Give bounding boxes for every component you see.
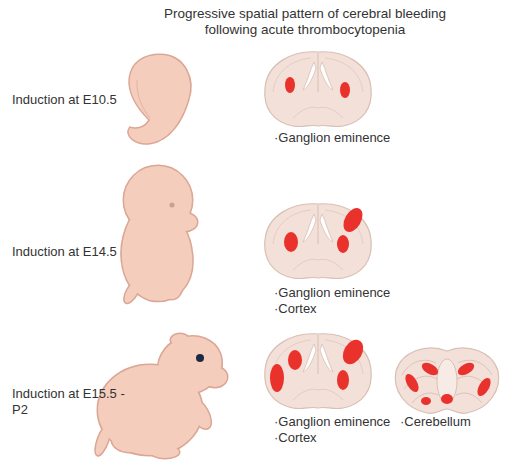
embryo-e14-5 <box>122 166 197 305</box>
bleed-spot <box>340 82 350 98</box>
bleed-spot <box>288 350 302 370</box>
region-label: ·Cortex <box>274 430 394 446</box>
bleed-spot <box>421 397 431 405</box>
embryo-fill <box>129 55 190 143</box>
cerebellum-outline <box>395 348 498 413</box>
bleed-spot <box>340 205 367 236</box>
embryo-eye <box>170 203 175 208</box>
vermis <box>437 359 457 403</box>
bleed-spot <box>441 394 453 404</box>
brain-section <box>265 204 372 279</box>
bleed-spot <box>403 372 422 394</box>
brain-outline <box>265 334 372 409</box>
cerebellum-section <box>395 348 498 413</box>
brain-outline <box>265 52 372 127</box>
embryo-e10-5 <box>129 55 190 143</box>
brain-section <box>265 334 372 409</box>
pup-eye <box>196 354 204 362</box>
bleed-spot <box>285 77 295 93</box>
region-label: ·Cerebellum <box>400 414 518 430</box>
embryo-outline <box>129 55 190 143</box>
folia <box>402 360 492 403</box>
brain-outline <box>265 204 372 279</box>
embryo-outline <box>122 166 197 305</box>
bleed-spot <box>284 232 298 252</box>
region-label: ·Ganglion eminence <box>274 130 454 146</box>
row-label: Induction at E15.5 -P2 <box>12 386 130 418</box>
bleed-spot <box>337 370 349 390</box>
bleed-spot <box>456 360 477 378</box>
figure-title: Progressive spatial pattern of cerebral … <box>150 6 460 38</box>
bleed-spot <box>339 336 368 368</box>
bleed-spot <box>475 376 494 398</box>
row-label: Induction at E14.5 <box>12 244 172 260</box>
row-label: Induction at E10.5 <box>12 92 172 108</box>
brain-section <box>265 52 372 127</box>
embryo-detail <box>137 80 150 118</box>
bleed-spot <box>337 235 349 253</box>
region-label: ·Cortex <box>274 301 454 317</box>
bleed-spot <box>420 360 441 378</box>
region-label: ·Ganglion eminence <box>274 285 454 301</box>
embryo-fill <box>122 166 197 305</box>
bleed-spot <box>270 364 284 392</box>
